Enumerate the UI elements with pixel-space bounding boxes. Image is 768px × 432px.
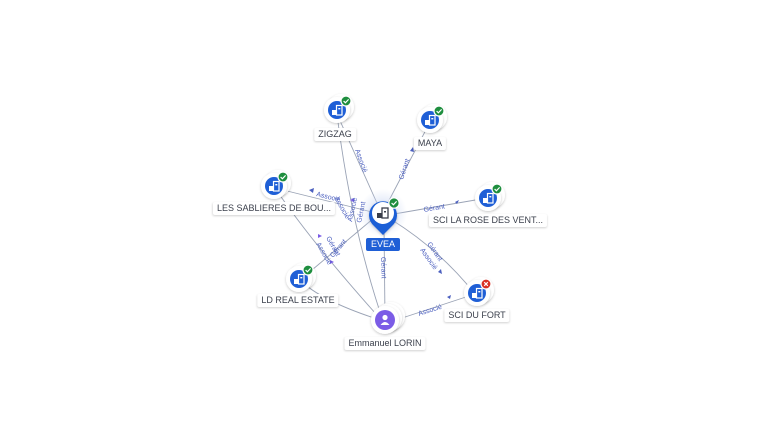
company-label-dufort[interactable]: SCI DU FORT [444, 309, 510, 322]
edge-lorin-dufort [395, 293, 476, 321]
active-status-badge [277, 171, 289, 183]
edge-arrow [447, 295, 451, 299]
edge-label: Gérant [379, 257, 387, 279]
active-status-badge [388, 197, 400, 209]
company-node-sablieres[interactable] [261, 170, 291, 199]
center-node-label[interactable]: EVEA [365, 238, 401, 251]
edge-label: Associé [417, 304, 443, 318]
company-node-maya[interactable] [417, 104, 447, 133]
edge-arrow [438, 269, 442, 274]
active-status-badge [340, 95, 352, 107]
edge-evea-dufort [391, 219, 476, 295]
edge-label: Gérant [423, 203, 445, 214]
building-icon [294, 273, 305, 285]
person-icon [380, 314, 390, 325]
company-node-ldreal[interactable] [286, 263, 316, 292]
building-icon [269, 180, 280, 192]
building-icon [332, 104, 343, 116]
edge-arrow [330, 260, 334, 264]
active-status-badge [433, 105, 445, 117]
active-status-badge [491, 183, 503, 195]
edge-label: Associé [347, 197, 359, 223]
edge-label: Associé [353, 148, 368, 174]
edge-label: Associé [332, 196, 350, 221]
company-label-ldreal[interactable]: LD REAL ESTATE [257, 294, 339, 307]
company-label-sablieres[interactable]: LES SABLIERES DE BOU... [212, 202, 336, 215]
company-label-zigzag[interactable]: ZIGZAG [314, 128, 356, 141]
company-node-larose[interactable] [475, 182, 505, 211]
person-label-lorin[interactable]: Emmanuel LORIN [344, 337, 426, 350]
active-status-badge [302, 264, 314, 276]
edge-arrow [318, 234, 322, 238]
edge-arrow [309, 188, 314, 193]
building-icon [483, 192, 494, 204]
company-node-zigzag[interactable] [324, 94, 354, 123]
company-node-dufort[interactable] [464, 277, 494, 306]
edge-arrow [410, 147, 414, 152]
company-label-larose[interactable]: SCI LA ROSE DES VENT... [428, 214, 548, 227]
edge-label: Gérant [398, 158, 411, 181]
edge-lorin-sablieres [274, 187, 377, 315]
building-icon [472, 287, 483, 299]
building-icon [377, 207, 389, 219]
edge-arrow [350, 198, 354, 202]
edge-evea-sablieres [274, 187, 373, 213]
edge-evea-larose [393, 197, 488, 215]
building-icon [425, 114, 436, 126]
person-node-lorin[interactable] [371, 302, 405, 334]
edge-arrow [455, 200, 459, 204]
center-node-evea[interactable] [359, 189, 407, 237]
company-label-maya[interactable]: MAYA [413, 137, 447, 150]
nodes-layer [261, 94, 505, 334]
closed-status-badge [480, 278, 492, 290]
